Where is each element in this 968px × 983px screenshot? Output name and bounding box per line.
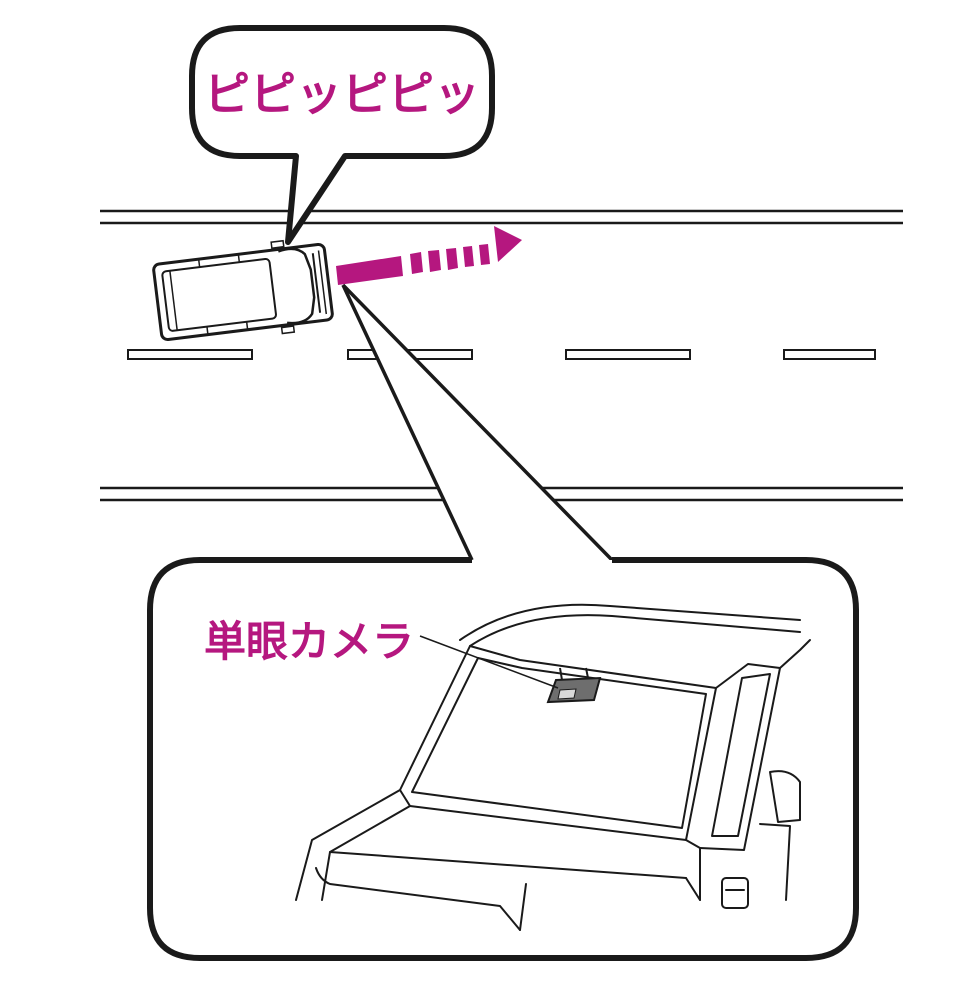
camera-icon [546, 667, 602, 704]
van-top-view-icon [152, 239, 334, 342]
camera-detail-panel: 単眼カメラ [147, 557, 859, 961]
lane-dash [127, 349, 253, 360]
camera-leader-line [419, 635, 559, 689]
view-cone [341, 283, 614, 562]
alert-sound-text: ピピッピピッ [204, 67, 480, 121]
lane-dash [783, 349, 876, 360]
lane-center-dashes [127, 349, 876, 360]
road-top-edge [100, 209, 903, 225]
camera-label: 単眼カメラ [204, 617, 414, 666]
departure-arrow-icon [336, 226, 522, 285]
vehicle-front-view [295, 603, 811, 931]
lane-dash [565, 349, 691, 360]
alert-speech-bubble: ピピッピピッ [189, 25, 495, 245]
